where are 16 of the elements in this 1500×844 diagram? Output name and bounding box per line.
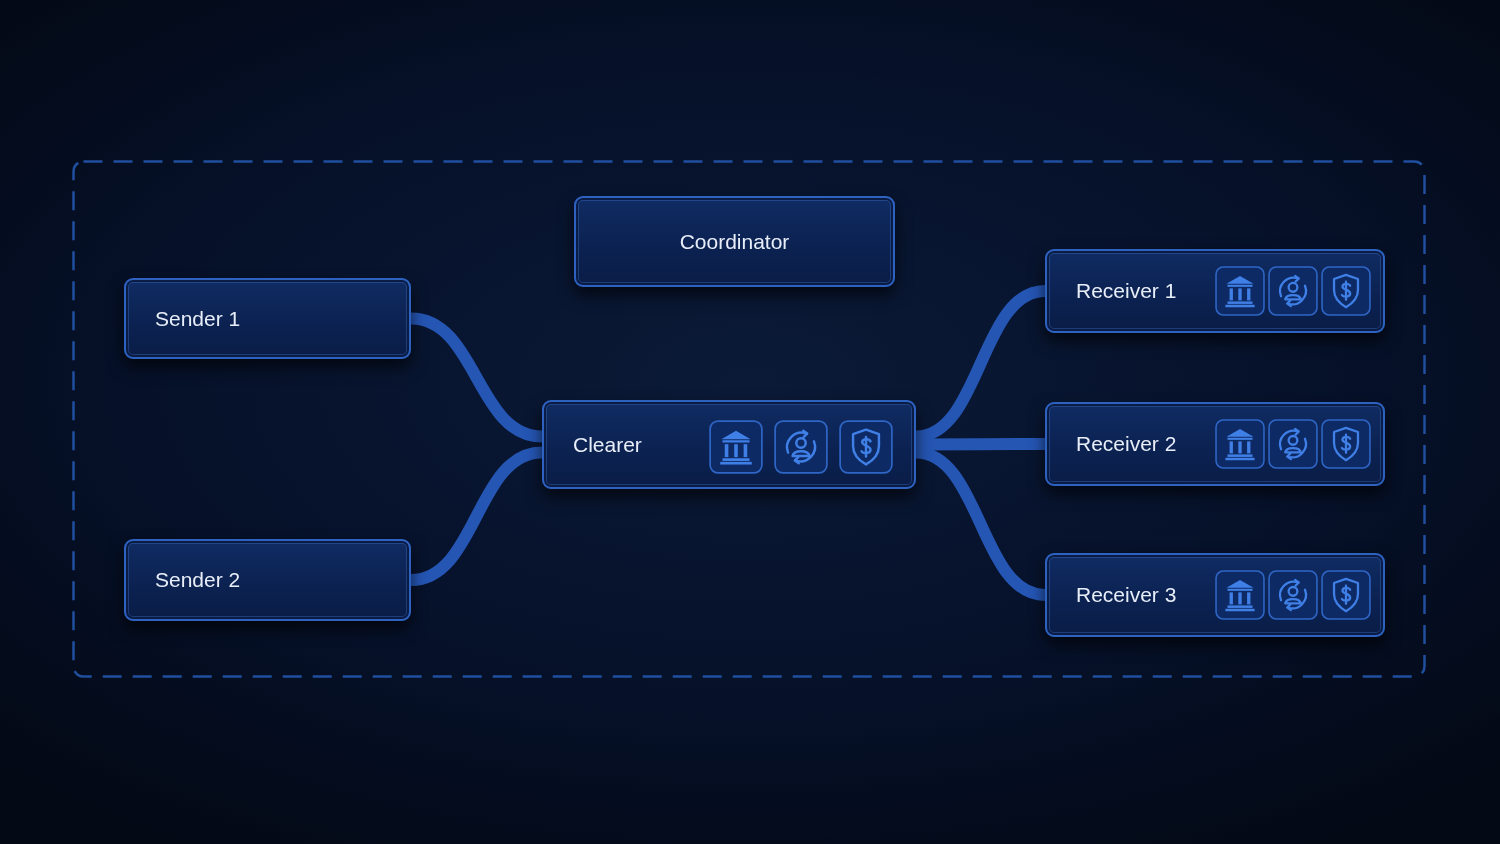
- process-box: [1045, 553, 1385, 637]
- node-label: Clearer: [573, 431, 642, 458]
- process-box: [542, 400, 916, 489]
- node-label: Receiver 3: [1076, 582, 1177, 608]
- node-label: Receiver 1: [1076, 278, 1177, 304]
- dashed-boundary: [72, 160, 1426, 678]
- node-label: Coordinator: [679, 228, 790, 255]
- process-box: [124, 539, 411, 621]
- node-label: Sender 2: [155, 567, 241, 593]
- process-box: [574, 196, 895, 287]
- process-box: [1045, 249, 1385, 333]
- process-box: [124, 278, 411, 359]
- connector: [916, 438, 1045, 451]
- node-label: Sender 1: [155, 305, 241, 332]
- node-label: Receiver 2: [1076, 431, 1177, 457]
- process-box: [1045, 402, 1385, 486]
